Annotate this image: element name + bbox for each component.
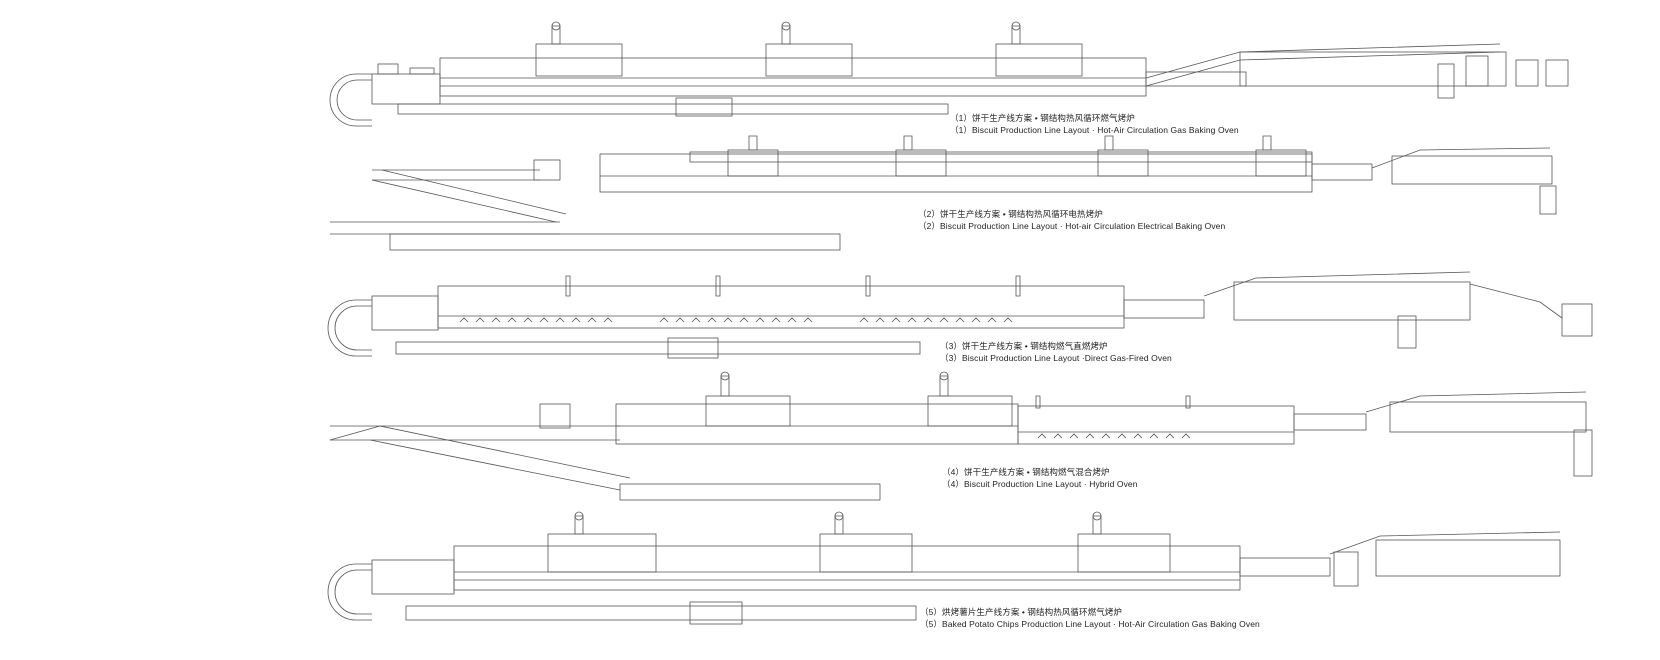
layout-caption-2: （2）饼干生产线方案 • 钢结构热风循环电热烤炉 （2）Biscuit Prod…	[918, 208, 1225, 232]
production-line-5	[327, 511, 1561, 625]
layout-caption-3: （3）饼干生产线方案 • 钢结构燃气直燃烤炉 （3）Biscuit Produc…	[940, 340, 1172, 364]
caption-zh-5: （5）烘烤薯片生产线方案 • 钢结构热风循环燃气烤炉	[920, 607, 1123, 617]
layout-caption-4: （4）饼干生产线方案 • 钢结构燃气混合烤炉 （4）Biscuit Produc…	[942, 466, 1138, 490]
caption-zh-2: （2）饼干生产线方案 • 钢结构热风循环电热烤炉	[918, 209, 1103, 219]
production-line-2	[330, 135, 1557, 251]
caption-en-1: （1）Biscuit Production Line Layout · Hot-…	[950, 125, 1239, 135]
production-line-1	[329, 21, 1569, 127]
caption-en-2: （2）Biscuit Production Line Layout · Hot-…	[918, 221, 1226, 231]
caption-en-4: （4）Biscuit Production Line Layout · Hybr…	[942, 479, 1138, 489]
caption-en-3: （3）Biscuit Production Line Layout ·Direc…	[940, 353, 1172, 363]
caption-zh-3: （3）饼干生产线方案 • 钢结构燃气直燃烤炉	[940, 341, 1108, 351]
production-line-4	[329, 371, 1593, 501]
production-line-3	[327, 271, 1593, 359]
layout-caption-5: （5）烘烤薯片生产线方案 • 钢结构热风循环燃气烤炉 （5）Baked Pota…	[920, 606, 1260, 630]
caption-en-5: （5）Baked Potato Chips Production Line La…	[920, 619, 1260, 629]
caption-zh-4: （4）饼干生产线方案 • 钢结构燃气混合烤炉	[942, 467, 1110, 477]
layout-caption-1: （1）饼干生产线方案 • 钢结构热风循环燃气烤炉 （1）Biscuit Prod…	[950, 112, 1239, 136]
caption-zh-1: （1）饼干生产线方案 • 钢结构热风循环燃气烤炉	[950, 113, 1135, 123]
